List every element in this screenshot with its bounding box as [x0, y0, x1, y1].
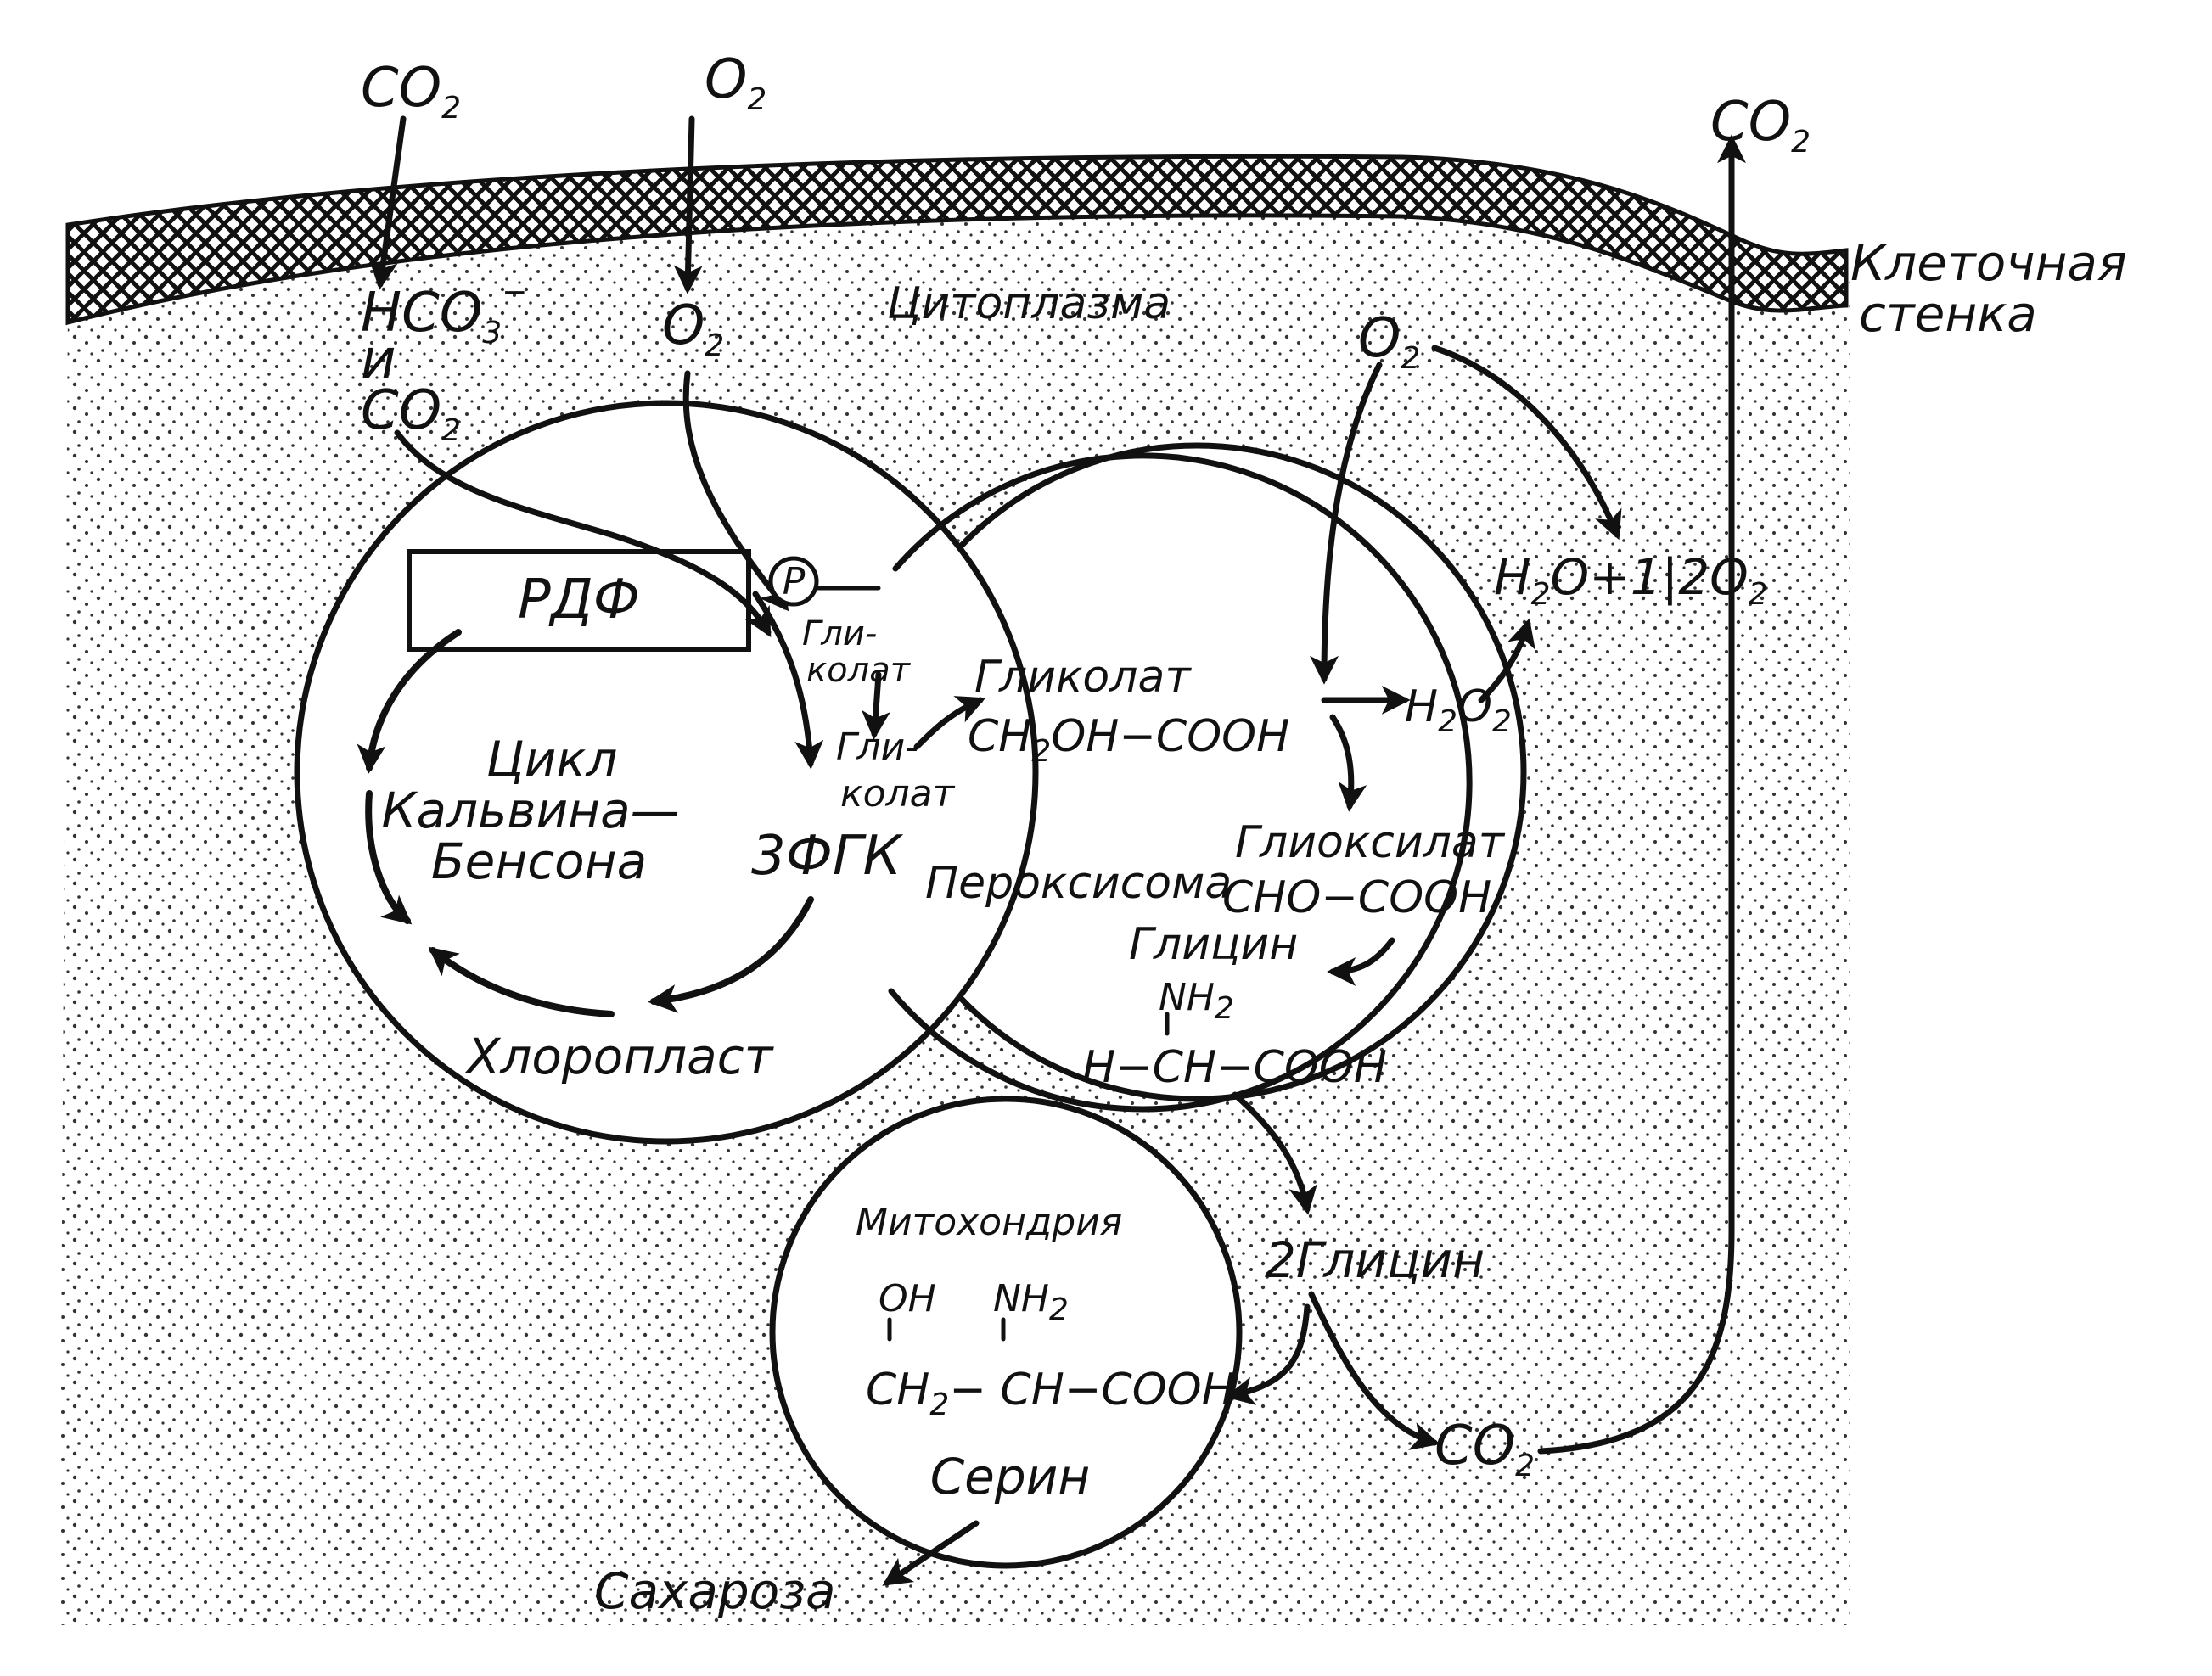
arrow-to-pga — [752, 591, 824, 770]
calvin-cycle-arrows — [357, 629, 814, 1017]
peroxisome-label: Пероксисома — [925, 858, 1232, 909]
serine-nh2: NH2 — [993, 1277, 1069, 1327]
co2-bottom-label: CO2 — [1434, 1415, 1535, 1483]
hco3-label: HCO3− — [361, 275, 527, 350]
glycine-nh2: NH2 — [1159, 976, 1234, 1026]
arrow-co2-in — [368, 115, 407, 290]
arrow-h2o2-to-water — [1478, 618, 1535, 703]
calvin-cycle-line3: Бенсона — [431, 832, 647, 890]
mitochondrion-label: Митохондрия — [856, 1201, 1122, 1244]
cell-wall-label-line2: стенка — [1859, 285, 2037, 343]
h2o2-label: H2O2 — [1405, 681, 1512, 739]
o2-top-label: O2 — [705, 48, 766, 117]
arrow-o2-to-peroxisome — [1310, 362, 1383, 685]
glycolate-hyph-1-line2: колат — [806, 651, 912, 690]
glycolate-hyph-2-line1: Гли- — [836, 726, 918, 769]
mitochondrion — [769, 1096, 1243, 1569]
two-glycine-label: 2Глицин — [1265, 1231, 1485, 1289]
arrow-co2-to-cycle — [394, 429, 772, 637]
glyoxylate-label: Глиоксилат — [1235, 817, 1506, 868]
arrow-o2-to-rdf — [682, 370, 789, 612]
glycine-formula: H−CH−COOH — [1082, 1042, 1387, 1093]
cytoplasm-label: Цитоплазма — [887, 278, 1171, 329]
arrow-glycine-out — [1232, 1091, 1317, 1215]
glyoxylate-formula: CHO−COOH — [1222, 872, 1491, 923]
serine-formula: CH2− CH−COOH — [866, 1365, 1235, 1422]
and-label: и — [361, 328, 396, 391]
cell-wall-label-line1: Клеточная — [1850, 234, 2127, 292]
arrow-to-glyoxylate — [1329, 714, 1367, 812]
arrow-glycolate-out — [913, 696, 986, 750]
water-oxygen-label: H2O+1|2O2 — [1494, 548, 1768, 612]
peroxisome-outline — [888, 452, 1473, 1113]
arrow-o2-in — [673, 115, 703, 294]
glycine-label: Глицин — [1129, 919, 1298, 970]
serine-label: Серин — [930, 1448, 1091, 1505]
co2-top-left-label: CO2 — [361, 57, 461, 126]
glycolate-hyph-1-line1: Гли- — [802, 614, 877, 653]
co2-inner-label: CO2 — [361, 379, 461, 448]
rdf-label: РДФ — [518, 569, 640, 631]
o2-right-label: O2 — [1358, 307, 1420, 376]
arrow-glycolate-step — [861, 671, 890, 740]
glycolate-formula: CH2OH−COOH — [968, 711, 1289, 769]
serine-oh: OH — [879, 1277, 936, 1320]
calvin-cycle-line1: Цикл — [486, 731, 618, 788]
calvin-cycle-line2: Кальвина— — [381, 782, 679, 839]
phosphate-label: P — [783, 560, 806, 603]
glycolate-hyph-2-line2: колат — [840, 772, 956, 816]
chloroplast-label: Хлоропласт — [464, 1028, 775, 1085]
arrow-o2-to-water — [1431, 345, 1622, 541]
arrow-to-sucrose — [882, 1520, 980, 1586]
arrow-to-glycine — [1327, 937, 1395, 986]
cell-wall-band — [65, 154, 1849, 326]
pga-label: 3ФГК — [751, 825, 903, 888]
sucrose-label: Сахароза — [594, 1562, 836, 1620]
arrow-to-mitochondrion — [1225, 1303, 1311, 1405]
phosphate-circle — [768, 556, 819, 607]
arrow-co2-out — [1537, 134, 1746, 1455]
co2-top-right-label: CO2 — [1710, 91, 1811, 160]
arrow-to-co2-bottom — [1308, 1291, 1440, 1450]
glycolate-label: Гликолат — [974, 652, 1192, 703]
o2-inner-label: O2 — [662, 294, 724, 363]
